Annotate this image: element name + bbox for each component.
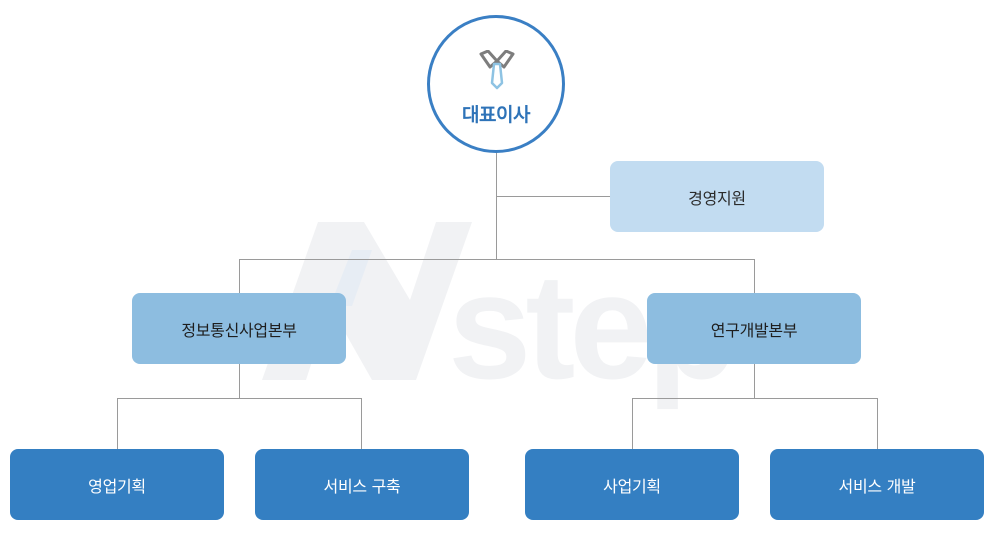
team-node-service-build: 서비스 구축 xyxy=(255,449,469,520)
team-node-business-planning: 사업기획 xyxy=(525,449,739,520)
team-node-sales-planning: 영업기획 xyxy=(10,449,224,520)
ceo-label: 대표이사 xyxy=(462,104,530,126)
ceo-node: 대표이사 xyxy=(427,15,565,153)
division-node-infocomm: 정보통신사업본부 xyxy=(132,293,346,364)
necktie-icon xyxy=(479,50,515,90)
watermark-n-accent xyxy=(330,250,372,306)
support-node: 경영지원 xyxy=(610,161,824,232)
team-node-service-dev: 서비스 개발 xyxy=(770,449,984,520)
division-node-rnd: 연구개발본부 xyxy=(647,293,861,364)
